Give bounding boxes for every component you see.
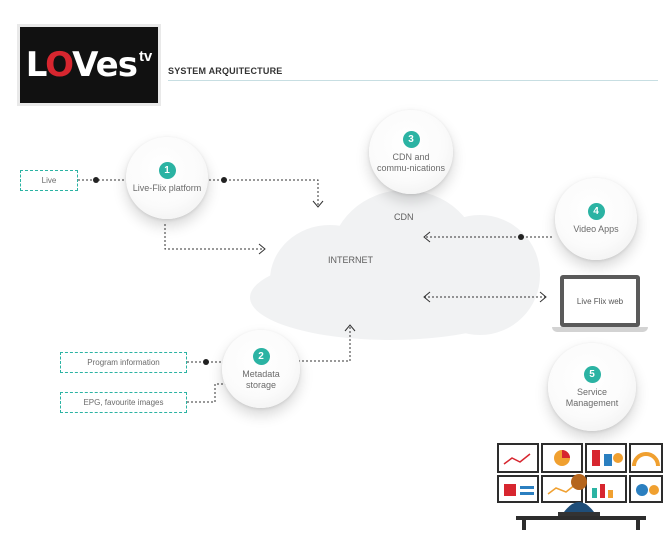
live-source-box: Live bbox=[20, 170, 78, 191]
node-number-badge: 2 bbox=[252, 347, 270, 365]
node-number-badge: 5 bbox=[583, 365, 601, 383]
epg-images-box: EPG, favourite images bbox=[60, 392, 187, 413]
node-number-badge: 1 bbox=[158, 162, 176, 179]
node-label: Service Management bbox=[565, 386, 619, 408]
logo-wordmark: LOVes bbox=[25, 45, 138, 85]
node-label: Metadata storage bbox=[242, 368, 280, 390]
node-service-management: 5 Service Management bbox=[548, 343, 636, 431]
live-source-label: Live bbox=[41, 176, 57, 185]
node-number-badge: 3 bbox=[402, 130, 420, 148]
cdn-label: CDN bbox=[394, 212, 414, 222]
program-information-label: Program information bbox=[87, 358, 160, 367]
internet-label: INTERNET bbox=[328, 255, 373, 265]
node-label: Live-Flix platform bbox=[132, 183, 202, 193]
node-cdn-communications: 3 CDN and commu-nications bbox=[369, 110, 453, 194]
laptop-base bbox=[552, 327, 648, 332]
laptop-screen: Live Flix web bbox=[560, 275, 640, 327]
loves-tv-logo: LOVes tv bbox=[20, 27, 158, 103]
operator-dashboards-illustration bbox=[497, 443, 663, 530]
node-number-badge: 4 bbox=[587, 203, 605, 220]
node-label: Video Apps bbox=[573, 224, 619, 234]
epg-images-label: EPG, favourite images bbox=[83, 398, 164, 407]
title-divider bbox=[168, 80, 658, 81]
logo-superscript: tv bbox=[138, 47, 153, 65]
node-metadata-storage: 2 Metadata storage bbox=[222, 330, 300, 408]
node-live-flix-platform: 1 Live-Flix platform bbox=[126, 137, 208, 219]
page-title: SYSTEM ARQUITECTURE bbox=[168, 66, 283, 76]
laptop-label: Live Flix web bbox=[564, 279, 636, 323]
node-video-apps: 4 Video Apps bbox=[555, 178, 637, 260]
node-label: CDN and commu-nications bbox=[376, 151, 446, 173]
program-information-box: Program information bbox=[60, 352, 187, 373]
